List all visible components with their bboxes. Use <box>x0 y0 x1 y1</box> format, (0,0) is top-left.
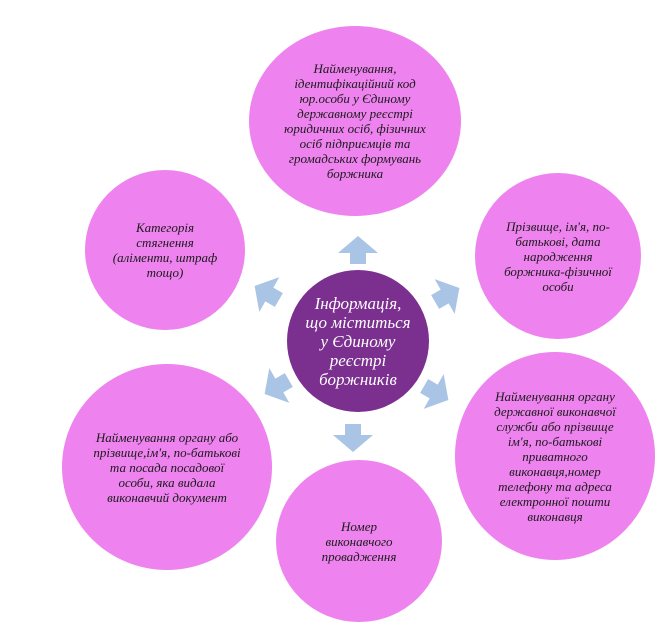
arrow-to-bottom <box>333 424 373 452</box>
arrow-to-bottom-right <box>420 372 449 409</box>
arrow-to-bottom-left <box>264 368 297 403</box>
node-bottom-right-text: Найменування органу державної виконавчої… <box>494 388 616 524</box>
node-top-right: Прізвище, ім'я, по-батькові, дата народж… <box>475 173 641 339</box>
node-top-right-text: Прізвище, ім'я, по-батькові, дата народж… <box>504 218 612 294</box>
node-bottom-text: Номер виконавчого провадження <box>321 518 397 564</box>
node-top-text: Найменування, ідентифікаційний код юр.ос… <box>284 61 426 181</box>
node-top-left: Категорія стягнення (аліменти, штраф тощ… <box>85 170 245 330</box>
node-top: Найменування, ідентифікаційний код юр.ос… <box>249 26 461 216</box>
node-bottom-right: Найменування органу державної виконавчої… <box>455 352 655 560</box>
arrow-to-top <box>338 236 378 264</box>
arrow-to-top-right <box>427 279 460 314</box>
center-node: Інформація, що міститься у Єдиному реєст… <box>287 270 429 412</box>
center-text: Інформація, що міститься у Єдиному реєст… <box>305 293 411 389</box>
arrow-to-top-left <box>254 277 283 314</box>
node-top-left-text: Категорія стягнення (аліменти, штраф тощ… <box>112 220 218 280</box>
node-bottom-left: Найменування органу або прізвище,ім'я, п… <box>62 364 272 570</box>
node-bottom: Номер виконавчого провадження <box>276 460 442 622</box>
node-bottom-left-text: Найменування органу або прізвище,ім'я, п… <box>93 429 241 505</box>
